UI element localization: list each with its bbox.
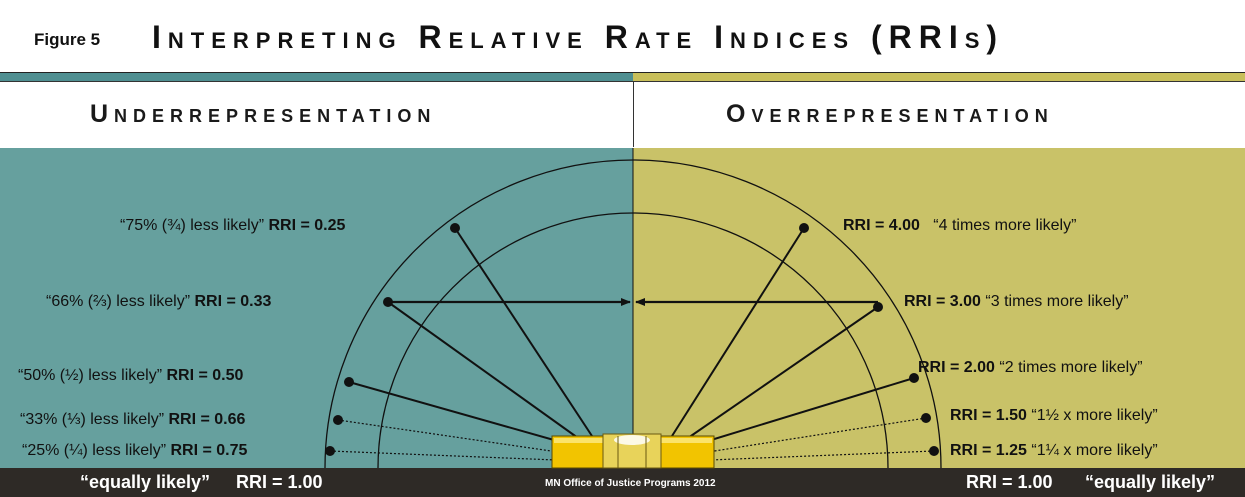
label-rri-0-75: “25% (¼) less likely” RRI = 0.75 bbox=[22, 442, 247, 460]
likelihood-text: “33% (⅓) less likely” bbox=[20, 411, 165, 428]
underrepresentation-stripe bbox=[0, 73, 633, 81]
dot-rri-0-50 bbox=[344, 377, 354, 387]
dot-rri-3-00 bbox=[873, 302, 883, 312]
spoke-rri-0-25 bbox=[454, 227, 593, 437]
overrepresentation-stripe bbox=[633, 73, 1245, 81]
rri-value: RRI = 1.25 bbox=[950, 442, 1027, 459]
spoke-rri-4-00 bbox=[671, 227, 805, 437]
dot-rri-0-75 bbox=[325, 446, 335, 456]
overrepresentation-panel bbox=[633, 148, 1245, 468]
likelihood-text: “3 times more likely” bbox=[985, 293, 1129, 310]
figure-title: Interpreting Relative Rate Indices (RRIs… bbox=[152, 19, 1005, 55]
spoke-rri-2-00 bbox=[697, 377, 915, 445]
rri-value: RRI = 0.66 bbox=[168, 411, 246, 428]
dot-rri-2-00 bbox=[909, 373, 919, 383]
spoke-rri-0-33 bbox=[387, 301, 579, 439]
footer-right-likelihood: “equally likely” bbox=[1085, 472, 1216, 492]
spoke-rri-1-50 bbox=[707, 417, 927, 453]
label-rri-0-25: “75% (¾) less likely” RRI = 0.25 bbox=[120, 217, 345, 235]
label-rri-0-50: “50% (½) less likely” RRI = 0.50 bbox=[18, 367, 243, 385]
rri-value: RRI = 0.33 bbox=[194, 293, 272, 310]
likelihood-text: “1½ x more likely” bbox=[1031, 407, 1158, 424]
dot-rri-1-25 bbox=[929, 446, 939, 456]
label-rri-0-66: “33% (⅓) less likely” RRI = 0.66 bbox=[20, 411, 245, 429]
spoke-rri-0-50 bbox=[348, 381, 569, 445]
dot-rri-0-25 bbox=[450, 223, 460, 233]
footer-left-likelihood: “equally likely” bbox=[80, 472, 211, 492]
label-rri-2-00: RRI = 2.00 “2 times more likely” bbox=[918, 359, 1143, 377]
rri-value: RRI = 2.00 bbox=[918, 359, 995, 376]
label-rri-1-25: RRI = 1.25 “1¼ x more likely” bbox=[950, 442, 1158, 460]
likelihood-text: “66% (⅔) less likely” bbox=[46, 293, 191, 310]
dot-rri-0-66 bbox=[333, 415, 343, 425]
footer-right-rri: RRI = 1.00 bbox=[966, 472, 1053, 492]
rri-value: RRI = 0.50 bbox=[166, 367, 244, 384]
underrepresentation-header: Underrepresentation bbox=[90, 100, 437, 128]
dot-rri-1-50 bbox=[921, 413, 931, 423]
likelihood-text: “1¼ x more likely” bbox=[1031, 442, 1158, 459]
footer-bar bbox=[0, 468, 1245, 497]
label-rri-0-33: “66% (⅔) less likely” RRI = 0.33 bbox=[46, 293, 271, 311]
footer-left-rri: RRI = 1.00 bbox=[236, 472, 323, 492]
likelihood-text: “75% (¾) less likely” bbox=[120, 217, 265, 234]
figure-label: Figure 5 bbox=[34, 30, 101, 49]
rri-value: RRI = 1.50 bbox=[950, 407, 1027, 424]
likelihood-text: “4 times more likely” bbox=[933, 217, 1077, 234]
overrepresentation-header: Overrepresentation bbox=[726, 100, 1054, 128]
label-rri-1-50: RRI = 1.50 “1½ x more likely” bbox=[950, 407, 1158, 425]
title-bar: Figure 5 Interpreting Relative Rate Indi… bbox=[0, 0, 1245, 73]
credit-text: MN Office of Justice Programs 2012 bbox=[545, 478, 716, 489]
header-row bbox=[0, 81, 1245, 149]
dot-rri-4-00 bbox=[799, 223, 809, 233]
likelihood-text: “50% (½) less likely” bbox=[18, 367, 163, 384]
rri-value: RRI = 4.00 bbox=[843, 217, 920, 234]
likelihood-text: “2 times more likely” bbox=[999, 359, 1143, 376]
spoke-rri-0-75 bbox=[329, 450, 557, 461]
spoke-rri-0-66 bbox=[337, 419, 559, 453]
underrepresentation-panel bbox=[0, 148, 633, 468]
spoke-rri-3-00 bbox=[687, 306, 879, 439]
rri-value: RRI = 0.25 bbox=[268, 217, 346, 234]
likelihood-text: “25% (¼) less likely” bbox=[22, 442, 167, 459]
label-rri-3-00: RRI = 3.00 “3 times more likely” bbox=[904, 293, 1129, 311]
level-tool-icon bbox=[551, 433, 715, 469]
rri-value: RRI = 0.75 bbox=[170, 442, 248, 459]
header-divider bbox=[633, 81, 634, 147]
dot-rri-0-33 bbox=[383, 297, 393, 307]
rri-value: RRI = 3.00 bbox=[904, 293, 981, 310]
label-rri-4-00: RRI = 4.00 “4 times more likely” bbox=[843, 217, 1076, 235]
spoke-rri-1-25 bbox=[709, 450, 935, 461]
